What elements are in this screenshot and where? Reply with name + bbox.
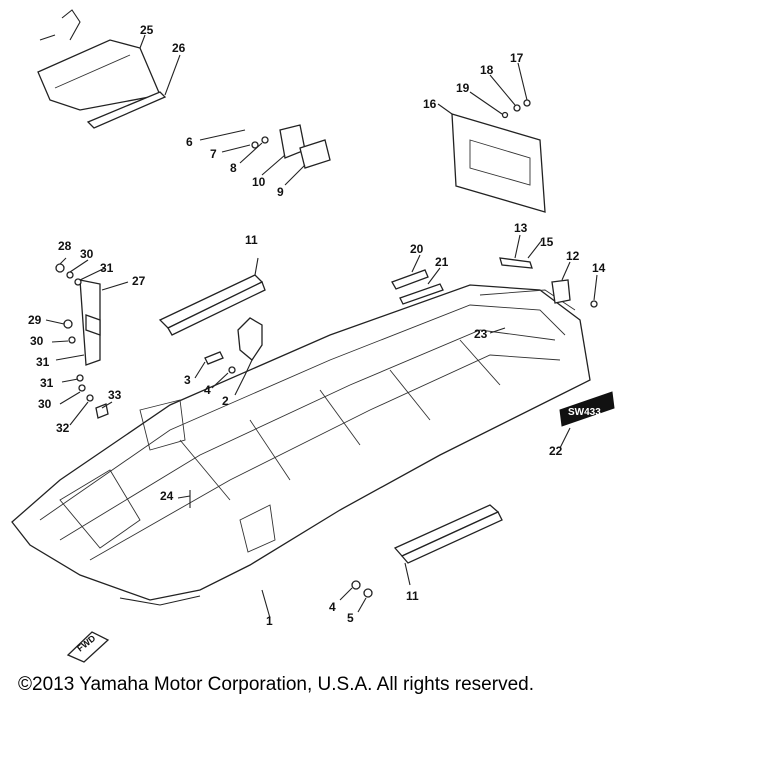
bolt-rear bbox=[339, 580, 373, 613]
part-label-20: 20 bbox=[410, 242, 424, 256]
chassis-frame bbox=[11, 284, 591, 606]
hitch-bracket bbox=[45, 257, 129, 426]
part-label-16: 16 bbox=[423, 97, 437, 111]
part-label-30a: 30 bbox=[80, 247, 94, 261]
rear-bracket bbox=[499, 234, 598, 308]
part-label-24: 24 bbox=[160, 489, 174, 503]
side-decal-text: SW433 bbox=[568, 407, 601, 418]
part-label-11: 11 bbox=[245, 233, 258, 247]
part-label-15: 15 bbox=[540, 235, 554, 249]
decal-strip bbox=[391, 254, 444, 305]
part-label-32: 32 bbox=[56, 421, 70, 435]
part-label-21: 21 bbox=[435, 255, 449, 269]
part-label-30c: 30 bbox=[38, 397, 52, 411]
slide-rail-upper bbox=[158, 257, 266, 336]
copyright-notice: ©2013 Yamaha Motor Corporation, U.S.A. A… bbox=[18, 674, 534, 695]
part-label-31a: 31 bbox=[100, 261, 114, 275]
part-label-18: 18 bbox=[480, 63, 494, 77]
part-label-3: 3 bbox=[184, 373, 191, 387]
part-label-7: 7 bbox=[210, 147, 217, 161]
slide-rail-lower bbox=[393, 504, 503, 586]
part-label-31b: 31 bbox=[36, 355, 50, 369]
license-plate bbox=[437, 103, 546, 213]
seat-strap bbox=[86, 54, 181, 129]
fwd-marker: FWD bbox=[66, 631, 110, 663]
part-label-23: 23 bbox=[474, 327, 488, 341]
bolt-front bbox=[194, 351, 236, 389]
part-label-14: 14 bbox=[592, 261, 606, 275]
part-label-9: 9 bbox=[277, 185, 284, 199]
inner-hardware bbox=[177, 327, 506, 508]
part-label-11b: 11 bbox=[406, 589, 419, 603]
bracket-cluster bbox=[199, 124, 331, 186]
part-label-28: 28 bbox=[58, 239, 72, 253]
part-label-26: 26 bbox=[172, 41, 186, 55]
part-label-10: 10 bbox=[252, 175, 266, 189]
part-label-33: 33 bbox=[108, 388, 122, 402]
part-label-19: 19 bbox=[456, 81, 470, 95]
part-label-17: 17 bbox=[510, 51, 524, 65]
part-label-1: 1 bbox=[266, 614, 273, 628]
part-label-2: 2 bbox=[222, 394, 229, 408]
side-decal: SW433 bbox=[559, 391, 615, 449]
part-label-8: 8 bbox=[230, 161, 237, 175]
part-label-5: 5 bbox=[347, 611, 354, 625]
part-label-25: 25 bbox=[140, 23, 154, 37]
part-label-4b: 4 bbox=[329, 600, 336, 614]
part-labels: 1 2 3 4 4 5 6 7 8 9 10 11 11 12 13 14 15… bbox=[28, 23, 606, 628]
part-label-31c: 31 bbox=[40, 376, 54, 390]
leader-part-1 bbox=[261, 589, 271, 619]
tow-handle bbox=[234, 317, 263, 396]
part-label-4: 4 bbox=[204, 383, 211, 397]
part-label-30b: 30 bbox=[30, 334, 44, 348]
part-label-13: 13 bbox=[514, 221, 528, 235]
part-label-6: 6 bbox=[186, 135, 193, 149]
part-label-27: 27 bbox=[132, 274, 146, 288]
part-label-29: 29 bbox=[28, 313, 42, 327]
part-label-22: 22 bbox=[549, 444, 563, 458]
plate-hardware bbox=[469, 62, 531, 119]
part-label-12: 12 bbox=[566, 249, 580, 263]
